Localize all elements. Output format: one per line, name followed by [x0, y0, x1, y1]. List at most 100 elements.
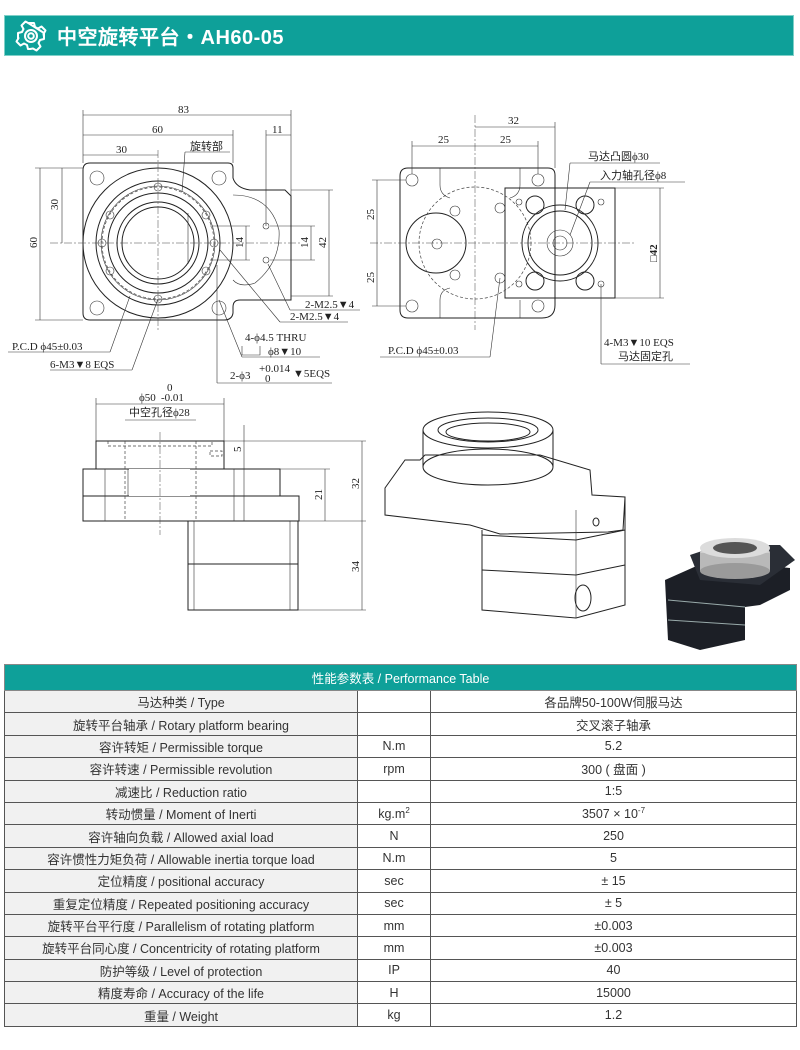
table-row: 精度寿命 / Accuracy of the life H 15000 — [4, 981, 797, 1005]
label-motor-holes: 4-M3▼10 EQS — [604, 337, 674, 349]
param-unit-text: rpm — [383, 761, 405, 776]
param-unit — [357, 689, 431, 714]
param-label: 重复定位精度 / Repeated positioning accuracy — [4, 891, 358, 915]
param-value-text: 40 — [606, 963, 621, 978]
param-label: 防护等级 / Level of protection — [4, 958, 358, 983]
param-label-text: 防护等级 / Level of protection — [99, 964, 263, 979]
dim-32-height: 32 — [350, 478, 362, 489]
param-label-text: 重量 / Weight — [143, 1009, 219, 1024]
dim-5: 5 — [232, 446, 244, 452]
param-value: 5 — [430, 846, 797, 871]
param-label-text: 重复定位精度 / Repeated positioning accuracy — [52, 897, 310, 912]
param-label: 精度寿命 / Accuracy of the life — [4, 981, 358, 1005]
param-unit: N.m — [357, 846, 431, 871]
label-thru-holes: 4-ϕ4.5 THRU — [245, 332, 306, 344]
label-m25-b: 2-M2.5▼4 — [290, 311, 340, 323]
table-title: 性能参数表 / Performance Table — [4, 664, 797, 691]
param-unit: IP — [357, 958, 431, 983]
param-unit — [357, 712, 431, 736]
param-value: ±0.003 — [430, 913, 797, 938]
param-unit-superscript: 2 — [405, 806, 410, 816]
param-value: ± 5 — [430, 891, 797, 915]
top-view-drawing: 83 60 30 11 旋转部 30 60 14 14 42 2-M2.5▼4 … — [8, 104, 360, 385]
dia50-tol-lower: -0.01 — [161, 392, 184, 404]
param-unit-text: N — [389, 829, 399, 844]
dim-42: 42 — [317, 237, 329, 248]
label-counterbore: ϕ8▼10 — [268, 346, 302, 358]
dim-14-a: 14 — [234, 237, 246, 249]
label-rotating-part: 旋转部 — [190, 139, 223, 153]
dim-25-b: 25 — [500, 134, 512, 146]
table-row: 容许惯性力矩负荷 / Allowable inertia torque load… — [4, 846, 797, 871]
param-label-text: 减速比 / Reduction ratio — [115, 785, 247, 800]
param-label-text: 容许转矩 / Permissible torque — [99, 740, 263, 755]
param-value: 1:5 — [430, 779, 797, 803]
pin-tol-upper: +0.014 — [259, 363, 290, 375]
dim-30-height: 30 — [49, 199, 61, 211]
param-label-text: 容许轴向负载 / Allowed axial load — [88, 830, 274, 845]
label-motor-boss: 马达凸圆ϕ30 — [588, 150, 649, 163]
param-label: 减速比 / Reduction ratio — [4, 779, 358, 803]
param-label-text: 容许惯性力矩负荷 / Allowable inertia torque load — [47, 852, 315, 867]
param-value-text: 300 ( 盘面 ) — [581, 763, 646, 778]
param-label: 旋转平台同心度 / Concentricity of rotating plat… — [4, 936, 358, 960]
table-row: 旋转平台平行度 / Parallelism of rotating platfo… — [4, 913, 797, 938]
dim-14-b: 14 — [299, 237, 311, 249]
label-pcd-bottom: P.C.D ϕ45±0.03 — [388, 345, 459, 357]
page-title: 中空旋转平台・AH60-05 — [57, 27, 285, 49]
param-unit-text: H — [389, 985, 399, 1000]
param-label: 定位精度 / positional accuracy — [4, 869, 358, 893]
param-unit-text: sec — [384, 896, 404, 911]
param-value-text: ± 5 — [604, 896, 623, 911]
param-unit: mm — [357, 936, 431, 960]
param-label: 容许转矩 / Permissible torque — [4, 734, 358, 759]
param-value-superscript: -7 — [637, 806, 646, 816]
param-value: 1.2 — [430, 1003, 797, 1027]
table-row: 减速比 / Reduction ratio 1:5 — [4, 779, 797, 803]
param-value: 3507 × 10-7 — [430, 801, 797, 826]
dim-83: 83 — [178, 104, 190, 116]
dim-60-height: 60 — [28, 237, 40, 249]
param-unit — [357, 779, 431, 803]
param-value: 300 ( 盘面 ) — [430, 757, 797, 781]
param-value: ± 15 — [430, 869, 797, 893]
dim-34: 34 — [350, 561, 362, 573]
dim-25-a: 25 — [438, 134, 450, 146]
dim-30-width: 30 — [116, 144, 128, 156]
product-photo — [665, 538, 795, 650]
param-unit: N.m — [357, 734, 431, 759]
param-value-text: 5 — [610, 851, 617, 866]
dim-dia50: ϕ50 — [139, 392, 156, 404]
param-unit-text: mm — [383, 918, 405, 933]
param-label-text: 定位精度 / positional accuracy — [97, 875, 265, 890]
table-row: 容许转速 / Permissible revolution rpm 300 ( 盘面… — [4, 757, 797, 781]
param-unit-text: IP — [388, 963, 400, 978]
param-label-text: 容许转速 / Permissible revolution — [89, 763, 273, 778]
param-unit-text: kg — [387, 1008, 401, 1023]
table-row: 旋转平台同心度 / Concentricity of rotating plat… — [4, 936, 797, 960]
table-row: 重复定位精度 / Repeated positioning accuracy se… — [4, 891, 797, 915]
param-unit-text: N.m — [382, 851, 406, 866]
param-value-text: 250 — [603, 829, 624, 844]
param-value-text: 1:5 — [604, 784, 623, 799]
param-value-text: ±0.003 — [594, 918, 633, 933]
dim-25-d: 25 — [365, 272, 377, 284]
param-label: 重量 / Weight — [4, 1003, 358, 1027]
param-value: 5.2 — [430, 734, 797, 759]
param-value-text: 3507 × 10 — [581, 807, 638, 822]
param-label: 容许轴向负载 / Allowed axial load — [4, 824, 358, 848]
param-value-text: 5.2 — [604, 739, 623, 754]
param-label: 旋转平台平行度 / Parallelism of rotating platfo… — [4, 913, 358, 938]
label-input-bore: 入力轴孔径ϕ8 — [600, 168, 667, 182]
pin-tol-lower: 0 — [265, 373, 271, 385]
param-label: 马达种类 / Type — [4, 689, 358, 714]
dim-21: 21 — [313, 489, 325, 500]
param-label-text: 转动惯量 / Moment of Inerti — [105, 808, 257, 823]
param-value-text: 15000 — [596, 985, 631, 1000]
dim-32: 32 — [508, 115, 519, 127]
param-value: 250 — [430, 824, 797, 848]
param-unit: rpm — [357, 757, 431, 781]
label-m25-a: 2-M2.5▼4 — [305, 299, 355, 311]
param-label: 旋转平台轴承 / Rotary platform bearing — [4, 712, 358, 736]
